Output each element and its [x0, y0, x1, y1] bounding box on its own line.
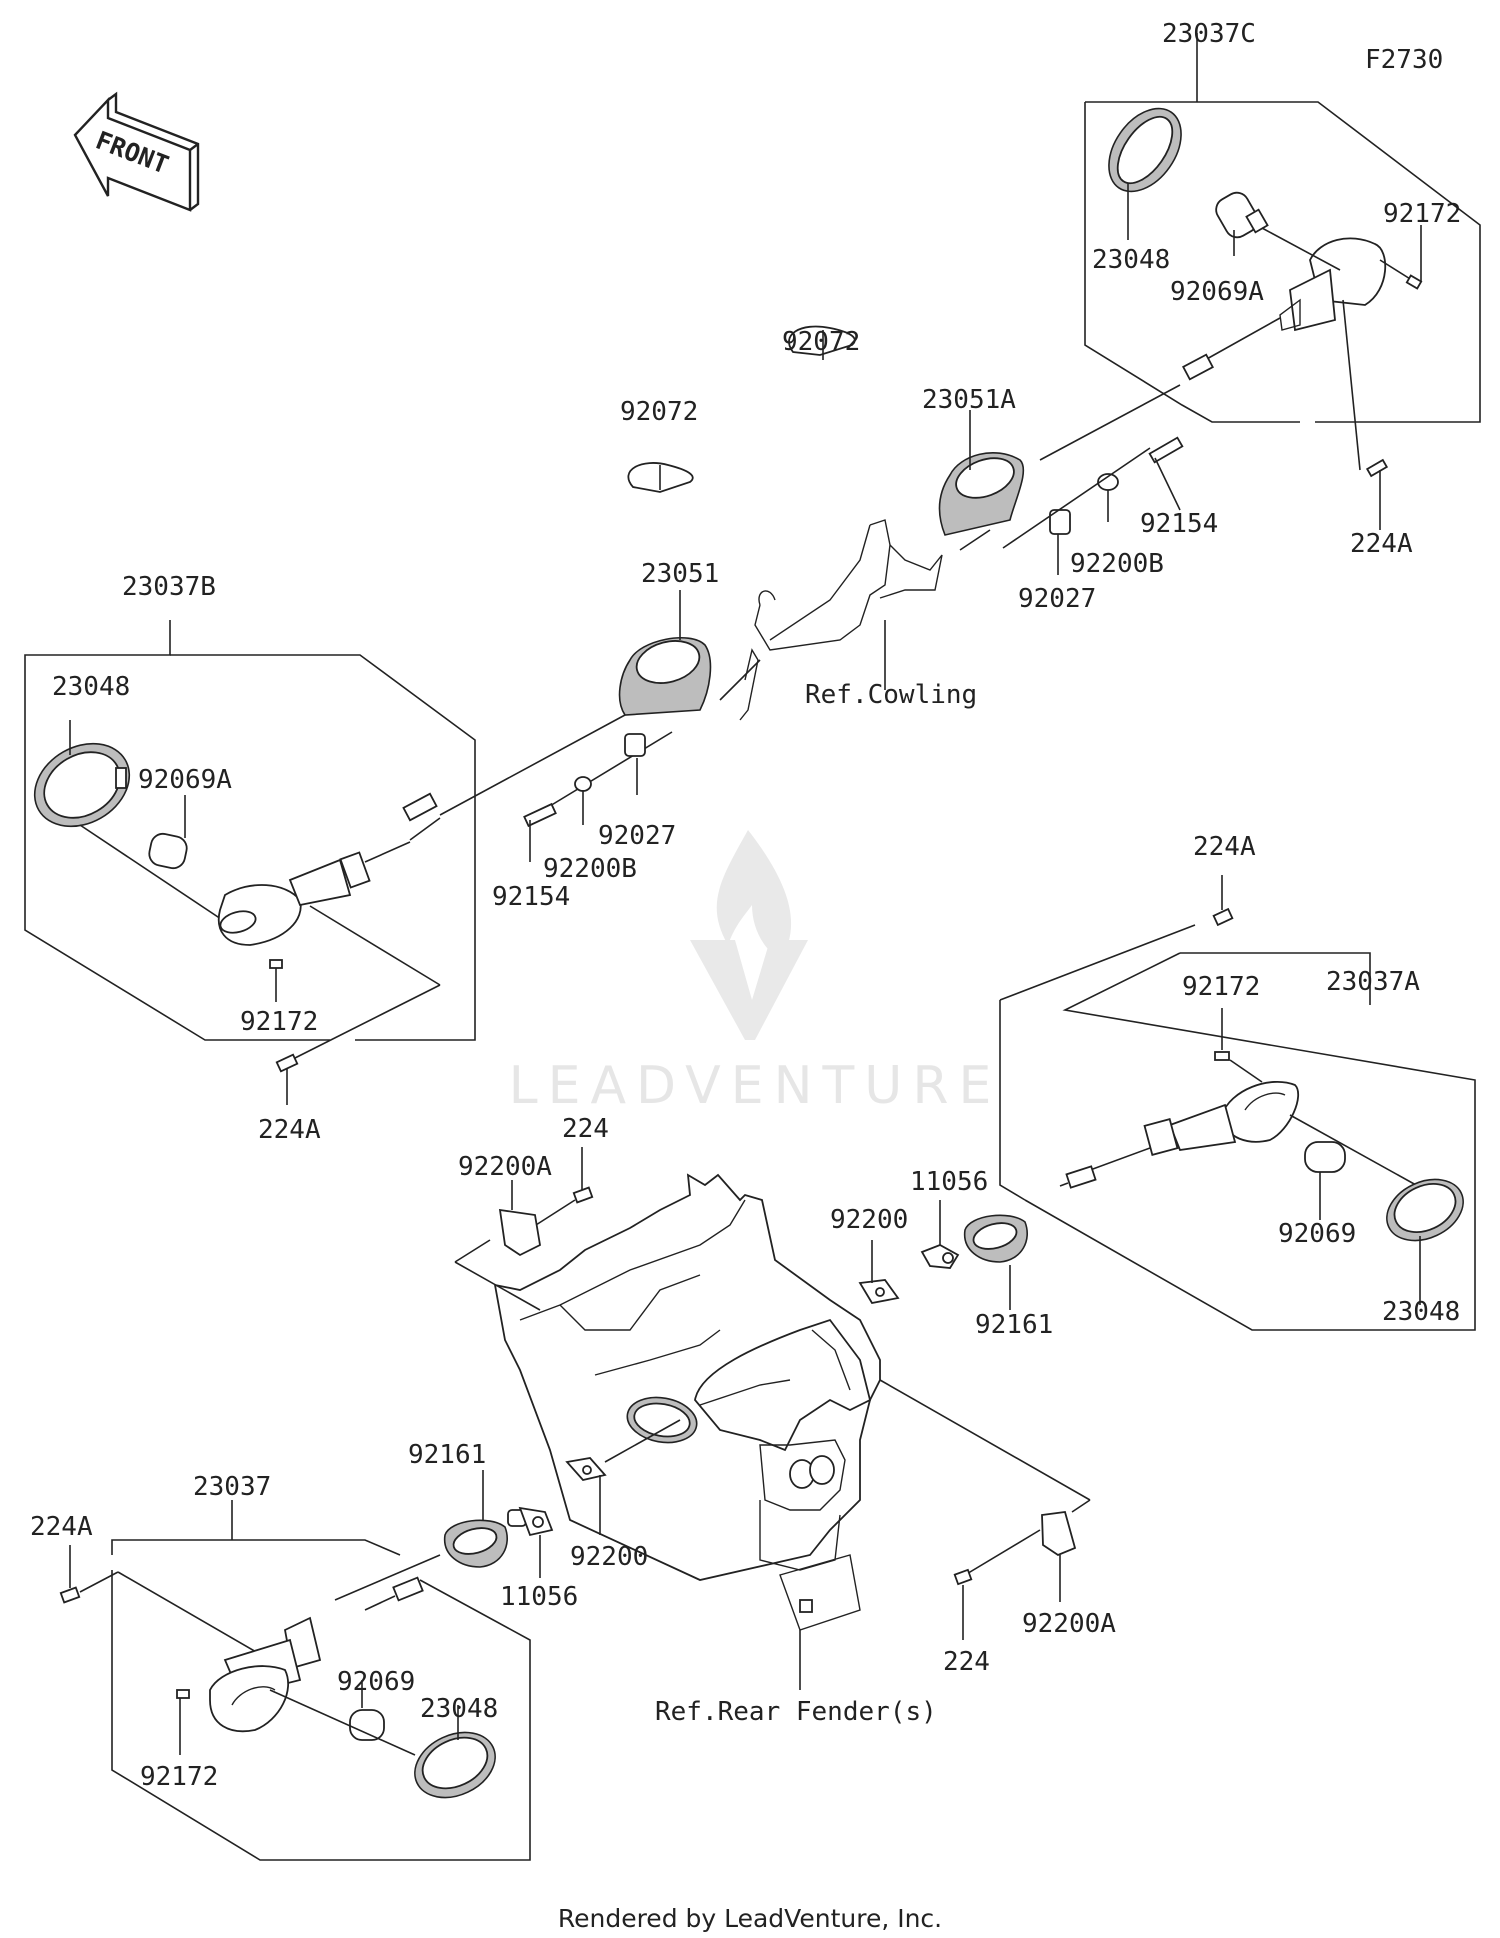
rear-fender [454, 1147, 1091, 1690]
label-92069-bottom: 92069 [337, 1667, 415, 1697]
label-92069-mid: 92069 [1278, 1219, 1356, 1249]
mounting-upper [523, 325, 1184, 862]
label-92154-right: 92154 [1140, 509, 1218, 539]
assembly-23037A [858, 875, 1476, 1331]
label-23048-top: 23048 [1092, 245, 1170, 275]
label-92200B-left: 92200B [543, 854, 637, 884]
front-arrow-icon: FRONT [73, 91, 200, 212]
label-224A-top: 224A [1350, 529, 1413, 559]
label-92200-bottom: 92200 [570, 1542, 648, 1572]
label-92154-left: 92154 [492, 882, 570, 912]
watermark-text: LEADVENTURE [509, 1056, 1002, 1116]
label-92072-left: 92072 [620, 397, 698, 427]
label-ref-cowling: Ref.Cowling [805, 680, 977, 710]
label-ref-rear-fender: Ref.Rear Fender(s) [655, 1697, 937, 1727]
label-92200A-left: 92200A [458, 1152, 552, 1182]
label-92161-right: 92161 [975, 1310, 1053, 1340]
label-23037C: 23037C [1162, 19, 1256, 49]
label-92161-bottom: 92161 [408, 1440, 486, 1470]
label-92069A-top: 92069A [1170, 277, 1264, 307]
label-23051: 23051 [641, 559, 719, 589]
footer-credit: Rendered by LeadVenture, Inc. [558, 1904, 942, 1933]
label-224A-bottom: 224A [30, 1512, 93, 1542]
assembly-23037C [1084, 33, 1481, 530]
label-11056-right: 11056 [910, 1167, 988, 1197]
label-23051A: 23051A [922, 385, 1016, 415]
watermark-logo: LEADVENTURE [509, 830, 1002, 1116]
label-23048-mid: 23048 [1382, 1297, 1460, 1327]
label-92069A-left: 92069A [138, 765, 232, 795]
label-92027-right: 92027 [1018, 584, 1096, 614]
label-11056-bottom: 11056 [500, 1582, 578, 1612]
diagram-code: F2730 [1365, 45, 1443, 75]
label-23048-left: 23048 [52, 672, 130, 702]
label-92200A-bottom: 92200A [1022, 1609, 1116, 1639]
label-224-bottom: 224 [943, 1647, 990, 1677]
assembly-23037B [24, 620, 626, 1105]
label-224A-left: 224A [258, 1115, 321, 1145]
label-23037A: 23037A [1326, 967, 1420, 997]
label-23048-bottom: 23048 [420, 1694, 498, 1724]
label-92027-left: 92027 [598, 821, 676, 851]
label-92072-right: 92072 [782, 327, 860, 357]
label-92172-left: 92172 [240, 1007, 318, 1037]
label-224A-mid: 224A [1193, 832, 1256, 862]
label-92172-top: 92172 [1383, 199, 1461, 229]
label-92172-bottom: 92172 [140, 1762, 218, 1792]
label-224-left: 224 [562, 1114, 609, 1144]
label-23037: 23037 [193, 1472, 271, 1502]
label-92200-right: 92200 [830, 1205, 908, 1235]
label-92172-mid: 92172 [1182, 972, 1260, 1002]
label-92200B-right: 92200B [1070, 549, 1164, 579]
label-23037B: 23037B [122, 572, 216, 602]
assembly-23037 [59, 1470, 554, 1861]
